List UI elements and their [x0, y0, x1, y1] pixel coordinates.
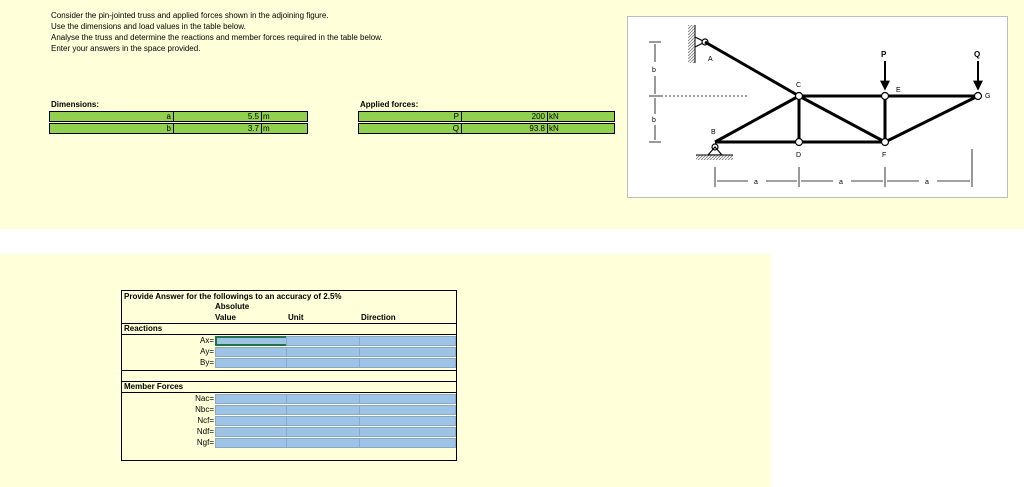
- label-g: G: [985, 93, 990, 100]
- label-c: C: [796, 82, 801, 89]
- answer-row-ax: Ax=: [122, 336, 456, 346]
- dim-a-label-3: a: [925, 179, 929, 186]
- answer-label: Ay=: [200, 347, 214, 356]
- force-name: P: [453, 112, 459, 121]
- force-row-p: P 200 kN: [358, 111, 615, 122]
- dimension-unit: m: [263, 112, 270, 121]
- answer-row-nac: Nac=: [122, 394, 456, 404]
- joint-f: [880, 137, 890, 147]
- dimension-a-lines: [714, 149, 973, 187]
- answer-label: Ndf=: [196, 427, 214, 436]
- ndf-unit-cell[interactable]: [286, 427, 360, 437]
- answer-row-nbc: Nbc=: [122, 405, 456, 415]
- instruction-line: Use the dimensions and load values in th…: [51, 22, 246, 31]
- dimension-b-lines: [649, 41, 748, 143]
- dimension-name: a: [166, 112, 171, 121]
- joint-e: [880, 91, 890, 101]
- dimension-name: b: [166, 124, 171, 133]
- instructions: Consider the pin-jointed truss and appli…: [51, 10, 383, 54]
- label-e: E: [896, 87, 901, 94]
- column-direction: Direction: [361, 313, 396, 322]
- dimension-value[interactable]: 3.7: [247, 124, 259, 133]
- truss-figure: A B C D E F G P Q b b a a a: [627, 16, 1008, 198]
- ngf-unit-cell[interactable]: [286, 438, 360, 448]
- by-direction-cell[interactable]: [359, 358, 456, 368]
- ncf-unit-cell[interactable]: [286, 416, 360, 426]
- dim-a-label-1: a: [754, 179, 758, 186]
- by-value-cell[interactable]: [215, 358, 287, 368]
- answer-row-ncf: Ncf=: [122, 416, 456, 426]
- joint-c: [794, 91, 804, 101]
- ngf-direction-cell[interactable]: [359, 438, 456, 448]
- ndf-value-cell[interactable]: [215, 427, 287, 437]
- answer-table: Provide Answer for the followings to an …: [121, 290, 457, 461]
- column-absolute: Absolute: [215, 302, 250, 311]
- answer-row-ngf: Ngf=: [122, 438, 456, 448]
- dimension-value[interactable]: 5.5: [247, 112, 259, 121]
- ngf-value-cell[interactable]: [215, 438, 287, 448]
- forces-title: Applied forces:: [360, 100, 419, 109]
- ndf-direction-cell[interactable]: [359, 427, 456, 437]
- answer-label: Nbc=: [195, 405, 214, 414]
- member-forces-title: Member Forces: [124, 382, 184, 391]
- ncf-direction-cell[interactable]: [359, 416, 456, 426]
- label-q: Q: [974, 50, 980, 59]
- reactions-title: Reactions: [124, 324, 163, 333]
- instruction-line: Analyse the truss and determine the reac…: [51, 33, 383, 42]
- answer-label: Ax=: [199, 336, 214, 345]
- truss-members: [704, 40, 979, 144]
- nbc-unit-cell[interactable]: [286, 405, 360, 415]
- dimension-unit: m: [263, 124, 270, 133]
- ay-direction-cell[interactable]: [359, 347, 456, 357]
- answer-label: Nac=: [195, 394, 214, 403]
- nbc-value-cell[interactable]: [215, 405, 287, 415]
- ax-direction-cell[interactable]: [359, 336, 456, 346]
- instruction-line: Consider the pin-jointed truss and appli…: [51, 11, 329, 20]
- answer-label: By=: [199, 358, 214, 367]
- label-f: F: [882, 152, 886, 159]
- dimensions-title: Dimensions:: [51, 100, 100, 109]
- answer-label: Ngf=: [196, 438, 214, 447]
- force-unit: kN: [549, 124, 559, 133]
- answer-row-ndf: Ndf=: [122, 427, 456, 437]
- nac-unit-cell[interactable]: [286, 394, 360, 404]
- ay-unit-cell[interactable]: [286, 347, 360, 357]
- label-d: D: [796, 152, 801, 159]
- dimension-row-b: b 3.7 m: [49, 123, 308, 134]
- label-p: P: [881, 50, 887, 59]
- answer-row-ay: Ay=: [122, 347, 456, 357]
- answer-label: Ncf=: [197, 416, 214, 425]
- dim-b-label-2: b: [652, 117, 656, 124]
- column-unit: Unit: [288, 313, 304, 322]
- dim-a-label-2: a: [839, 179, 843, 186]
- ax-unit-cell[interactable]: [286, 336, 360, 346]
- force-name: Q: [452, 124, 459, 133]
- joint-d: [794, 137, 804, 147]
- ax-value-cell[interactable]: [215, 336, 288, 346]
- force-unit: kN: [549, 112, 559, 121]
- answer-row-by: By=: [122, 358, 456, 368]
- answer-heading: Provide Answer for the followings to an …: [124, 292, 342, 301]
- joint-g: [973, 91, 983, 101]
- instruction-line: Enter your answers in the space provided…: [51, 44, 201, 53]
- dim-b-label-1: b: [652, 67, 656, 74]
- force-value[interactable]: 93.8: [529, 124, 545, 133]
- ncf-value-cell[interactable]: [215, 416, 287, 426]
- ay-value-cell[interactable]: [215, 347, 287, 357]
- dimension-row-a: a 5.5 m: [49, 111, 308, 122]
- nac-value-cell[interactable]: [215, 394, 287, 404]
- nac-direction-cell[interactable]: [359, 394, 456, 404]
- wall-support: [688, 25, 695, 63]
- label-b: B: [711, 129, 716, 136]
- by-unit-cell[interactable]: [286, 358, 360, 368]
- truss-diagram: A B C D E F G P Q b b a a a: [649, 25, 990, 187]
- label-a: A: [708, 56, 713, 63]
- force-value[interactable]: 200: [531, 112, 545, 121]
- column-value: Value: [215, 313, 236, 322]
- force-row-q: Q 93.8 kN: [358, 123, 615, 134]
- nbc-direction-cell[interactable]: [359, 405, 456, 415]
